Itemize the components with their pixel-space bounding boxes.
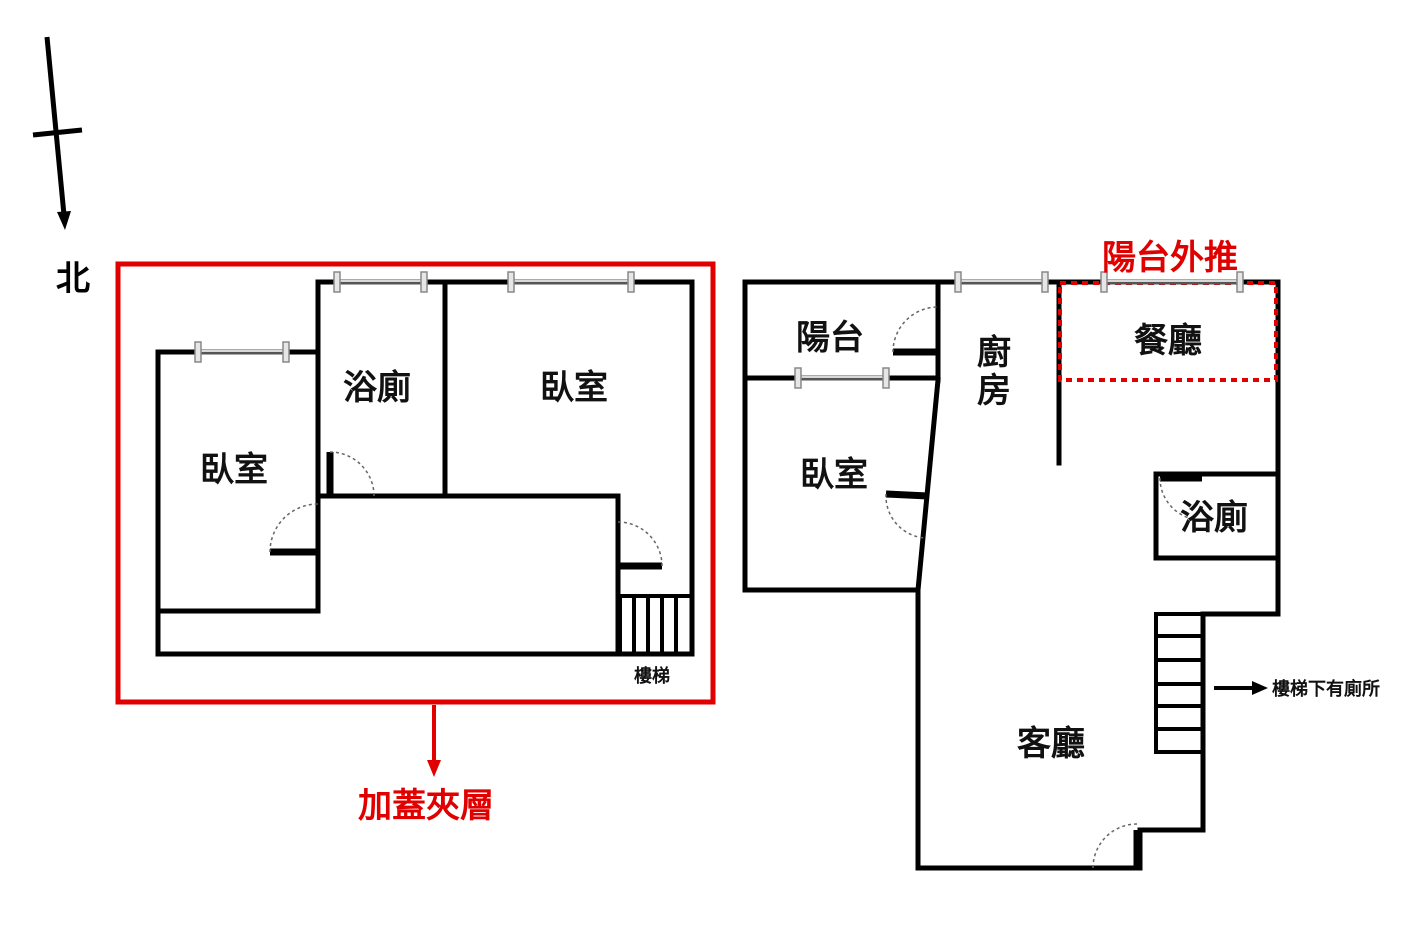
mezzanine-highlight-frame xyxy=(115,261,716,705)
mezz-bedroom-left-label: 臥室 xyxy=(200,450,268,490)
main-stairs xyxy=(1154,612,1205,754)
door-main-bedroom xyxy=(885,490,929,539)
main-floor-plan: 樓梯下有廁所 陽台外推 陽台 臥室 廚 房 餐廳 浴廁 客廳 xyxy=(742,238,1380,871)
stairs-note: 樓梯下有廁所 xyxy=(1272,678,1380,700)
door-main-bathroom xyxy=(1159,474,1203,521)
door-mezz-bathroom xyxy=(326,451,375,497)
balcony-extension-label: 陽台外推 xyxy=(1102,238,1238,278)
mezz-stairs-label: 樓梯 xyxy=(634,665,670,687)
north-arrow: 北 xyxy=(32,36,90,299)
main-bathroom-label: 浴廁 xyxy=(1180,498,1248,538)
kitchen-label-line1: 廚 xyxy=(977,333,1011,373)
mezz-bedroom-right-label: 臥室 xyxy=(540,368,608,408)
balcony-extension-zone xyxy=(1058,281,1278,382)
window-main-kitchen xyxy=(954,271,1049,293)
mezzanine-title: 加蓋夾層 xyxy=(358,786,494,826)
dining-label: 餐廳 xyxy=(1134,321,1202,361)
window-mezz-bedroom-left xyxy=(194,341,290,363)
mezzanine-plan: 臥室 浴廁 臥室 樓梯 加蓋夾層 xyxy=(115,261,716,826)
mezz-bathroom-label: 浴廁 xyxy=(343,368,411,408)
north-label: 北 xyxy=(56,259,90,299)
door-mezz-stair xyxy=(617,521,663,570)
main-bedroom-label: 臥室 xyxy=(800,455,868,495)
main-balcony-label: 陽台 xyxy=(796,318,864,358)
mezz-stairs xyxy=(618,594,694,656)
window-main-bedroom xyxy=(794,367,890,389)
door-main-balcony xyxy=(892,306,939,356)
living-room-label: 客廳 xyxy=(1017,724,1085,764)
window-mezz-bathroom xyxy=(333,271,428,293)
door-main-entrance xyxy=(1092,823,1141,869)
window-main-dining xyxy=(1100,271,1244,293)
window-mezz-bedroom-right xyxy=(507,271,635,293)
kitchen-label-line2: 房 xyxy=(977,371,1011,411)
door-mezz-bedroom-left xyxy=(269,503,319,556)
